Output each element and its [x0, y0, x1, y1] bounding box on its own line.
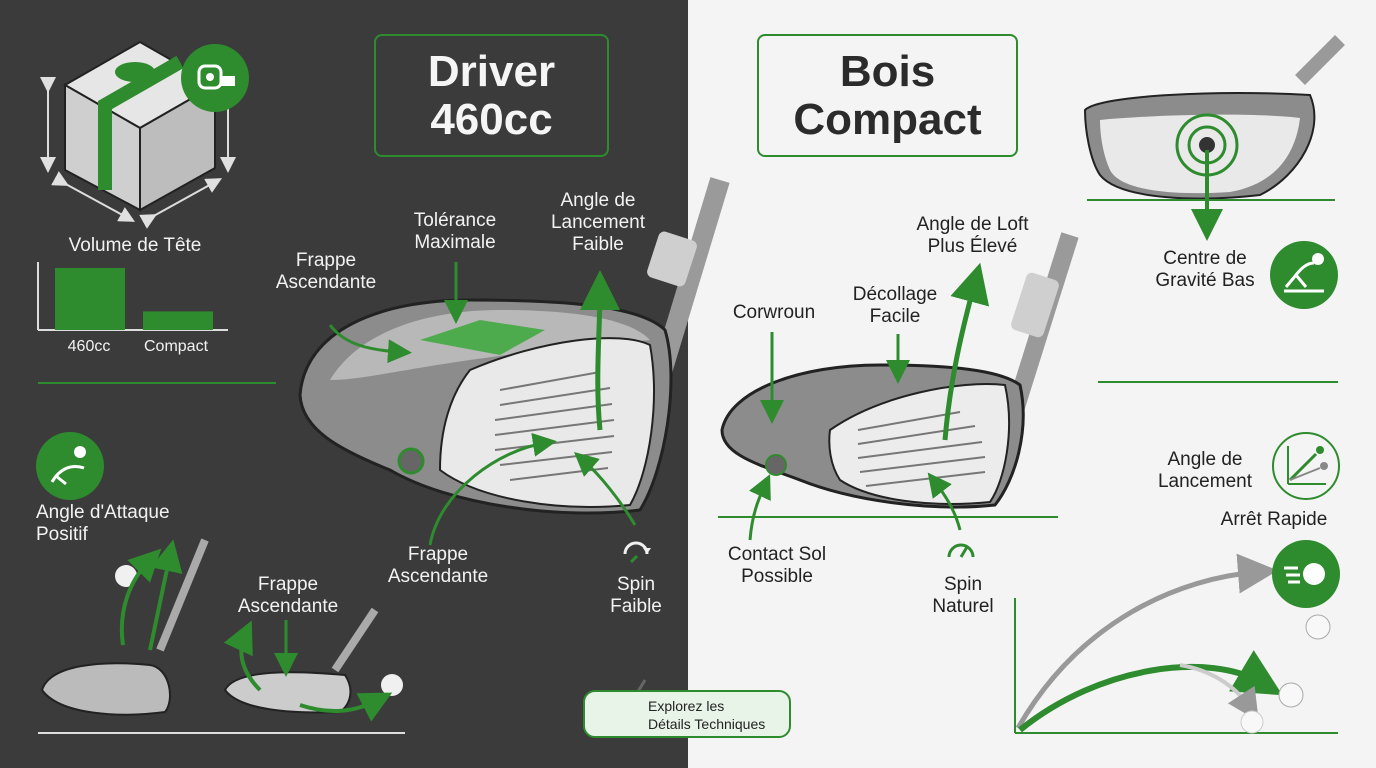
- quick-stop-label: Arrêt Rapide: [1220, 509, 1328, 530]
- tolerance-label: Tolérance Maximale: [413, 210, 497, 253]
- crown-label: Corwroun: [732, 302, 816, 323]
- loft-angle-label: Angle de Loft Plus Élevé: [916, 214, 1029, 257]
- ground-contact-label: Contact Sol Possible: [727, 544, 827, 587]
- easy-launch-label: Décollage Facile: [852, 284, 938, 327]
- driver-title: Driver 460cc: [374, 34, 609, 157]
- driver-arrows: [328, 262, 637, 546]
- bar-label-compact: Compact: [143, 338, 209, 355]
- loft-trajectory-icon: [1270, 241, 1338, 309]
- volume-bar-460cc: [55, 268, 125, 330]
- bar-label-460cc: 460cc: [67, 338, 111, 355]
- launch-angle-low-label: Angle de Lancement Faible: [550, 190, 645, 255]
- volume-bar-chart: [37, 262, 228, 331]
- trajectory-chart: [1014, 553, 1338, 734]
- low-spin-label: Spin Faible: [610, 574, 662, 617]
- small-club-illustrations: [40, 538, 403, 722]
- low-cg-label: Centre de Gravité Bas: [1155, 248, 1255, 291]
- launch-chart-icon: [1272, 432, 1340, 500]
- volume-bar-compact: [143, 311, 213, 330]
- ball-trajectory-icon: [36, 432, 104, 500]
- attack-angle-label: Angle d'Attaque Positif: [36, 502, 170, 545]
- natural-spin-label: Spin Naturel: [932, 574, 994, 617]
- volume-cube-icon: [40, 40, 236, 229]
- volume-label: Volume de Tête: [68, 235, 202, 256]
- explore-details-button[interactable]: [583, 690, 791, 738]
- compact-top-view: [1083, 35, 1345, 241]
- upstrike-label-head: Frappe Ascendante: [275, 250, 377, 293]
- compact-arrows: [748, 262, 990, 541]
- compact-wood-title: Bois Compact: [757, 34, 1018, 157]
- upstrike-label-small: Frappe Ascendante: [237, 574, 339, 617]
- tape-measure-icon: [181, 44, 249, 112]
- compact-wood-illustration: [720, 232, 1079, 509]
- fast-ball-icon: [1272, 540, 1340, 608]
- explore-details-label: Explorez les Détails Techniques: [648, 698, 766, 732]
- launch-angle-label: Angle de Lancement: [1157, 449, 1252, 492]
- spin-icon: [619, 534, 653, 568]
- upstrike-label-face: Frappe Ascendante: [387, 544, 489, 587]
- spin-gauge-icon: [943, 535, 979, 569]
